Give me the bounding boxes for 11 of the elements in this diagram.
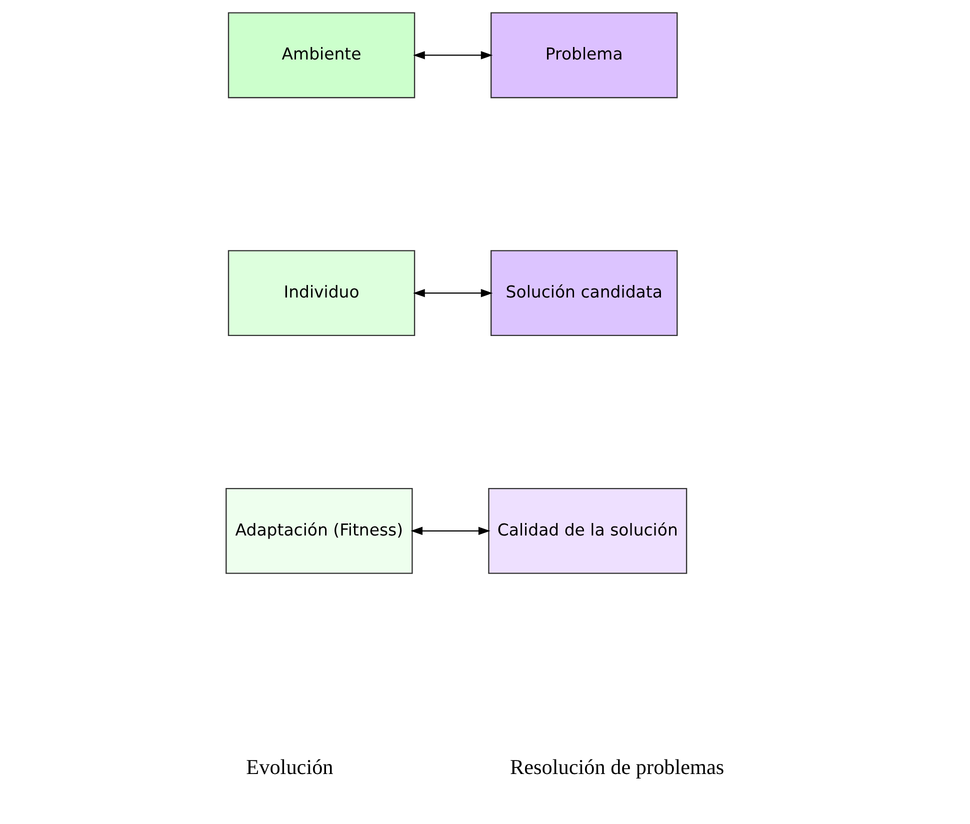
node-box: Adaptación (Fitness) bbox=[225, 488, 412, 574]
node-box: Ambiente bbox=[227, 12, 415, 98]
node-box: Calidad de la solución bbox=[488, 488, 687, 574]
arrow bbox=[410, 526, 490, 536]
arrow bbox=[412, 51, 492, 60]
node-box: Problema bbox=[490, 12, 678, 98]
arrow bbox=[412, 288, 492, 298]
node-box: Individuo bbox=[227, 250, 415, 336]
label: Evolución bbox=[246, 754, 333, 779]
label: Resolución de problemas bbox=[509, 754, 724, 779]
node-box: Solución candidata bbox=[490, 250, 678, 336]
